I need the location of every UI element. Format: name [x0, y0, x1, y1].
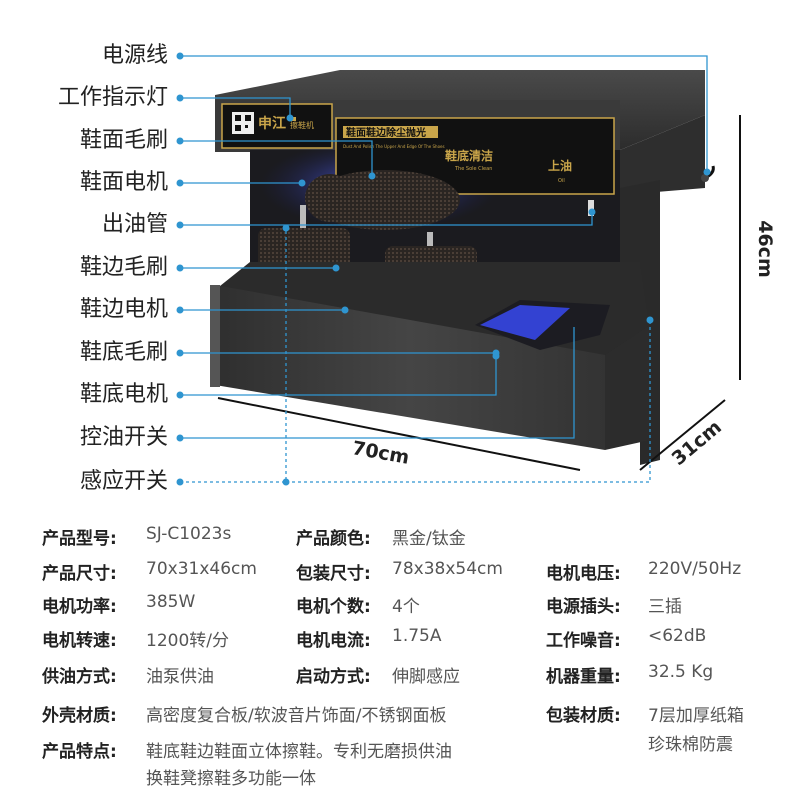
- depth-dimension-line: [639, 399, 726, 471]
- brand-name: 申江: [258, 115, 286, 132]
- spec-voltage-value: 220V/50Hz: [648, 559, 742, 579]
- callout-oil-pipe: 出油管: [101, 212, 168, 237]
- spec-model-label: 产品型号:: [42, 529, 117, 549]
- spec-oil-supply-value: 油泵供油: [146, 667, 214, 687]
- spec-start-label: 启动方式:: [296, 667, 371, 687]
- spec-plug-label: 电源插头:: [546, 597, 621, 617]
- upper-shoe-brush: [305, 170, 460, 230]
- spec-start-value: 伸脚感应: [392, 667, 460, 687]
- callout-work-indicator: 工作指示灯: [58, 85, 169, 110]
- spec-oil-supply-label: 供油方式:: [42, 667, 117, 687]
- panel-main-sub: Dust And Polish The Upper And Edge Of Th…: [343, 144, 445, 149]
- brand-sub: 擦鞋机: [290, 120, 314, 130]
- spec-color-value: 黑金/钛金: [392, 529, 466, 549]
- panel-main-text: 鞋面鞋边除尘抛光: [346, 126, 426, 139]
- spec-noise-label: 工作噪音:: [546, 631, 621, 651]
- spec-voltage-label: 电机电压:: [546, 564, 621, 584]
- panel-clean-sub: The Sole Clean: [454, 166, 492, 172]
- base-tray: [210, 262, 650, 450]
- panel-oil-sub: Oil: [558, 178, 565, 184]
- spec-pack-material-value-2: 珍珠棉防震: [648, 735, 733, 755]
- leader-lines: [180, 55, 708, 483]
- spec-features-value-2: 换鞋凳擦鞋多功能一体: [146, 769, 316, 789]
- callout-sole-brush: 鞋底毛刷: [79, 340, 168, 365]
- spec-size-label: 产品尺寸:: [42, 564, 117, 584]
- spec-pack-material-value-1: 7层加厚纸箱: [648, 706, 744, 726]
- callout-upper-brush: 鞋面毛刷: [79, 128, 168, 153]
- spec-features-label: 产品特点:: [42, 742, 117, 762]
- spec-pack-size-value: 78x38x54cm: [392, 559, 503, 579]
- sole-brush-unit: [475, 300, 610, 350]
- spec-noise-value: <62dB: [648, 626, 707, 646]
- oil-pipe: [588, 200, 594, 216]
- spec-current-label: 电机电流:: [296, 631, 371, 651]
- callout-sole-motor: 鞋底电机: [79, 382, 168, 407]
- spec-current-value: 1.75A: [392, 626, 442, 646]
- spec-color-label: 产品颜色:: [296, 529, 371, 549]
- spec-weight-value: 32.5 Kg: [648, 662, 714, 682]
- spec-weight-label: 机器重量:: [546, 667, 621, 687]
- spec-plug-value: 三插: [648, 597, 682, 617]
- spec-model-value: SJ-C1023s: [146, 524, 232, 544]
- panel-clean-text: 鞋底清洁: [445, 148, 493, 163]
- spec-power-value: 385W: [146, 592, 196, 612]
- spec-pack-size-label: 包装尺寸:: [296, 564, 371, 584]
- machine-diagram: 申江 擦鞋机 鞋面鞋边除尘抛光 Dust And Polish The Uppe…: [176, 52, 741, 486]
- width-dimension-line: [217, 397, 581, 471]
- callout-edge-brush: 鞋边毛刷: [79, 255, 168, 280]
- spec-shell-value: 高密度复合板/软波音片饰面/不锈钢面板: [146, 706, 447, 726]
- callout-oil-switch: 控油开关: [79, 425, 168, 450]
- spec-pack-material-label: 包装材质:: [546, 706, 621, 726]
- spec-shell-label: 外壳材质:: [42, 706, 117, 726]
- callout-upper-motor: 鞋面电机: [79, 170, 168, 195]
- callout-sensor-switch: 感应开关: [79, 469, 168, 494]
- leader-dots: [176, 52, 711, 486]
- panel-oil-text: 上油: [548, 158, 572, 173]
- spec-motors-value: 4个: [392, 597, 420, 617]
- spec-motors-label: 电机个数:: [296, 597, 371, 617]
- spec-size-value: 70x31x46cm: [146, 559, 257, 579]
- spec-speed-value: 1200转/分: [146, 631, 229, 651]
- height-label: 46cm: [753, 220, 776, 278]
- spec-power-label: 电机功率:: [42, 597, 117, 617]
- callout-power-cord: 电源线: [101, 43, 168, 68]
- callout-edge-motor: 鞋边电机: [79, 297, 168, 322]
- spec-speed-label: 电机转速:: [42, 631, 117, 651]
- spec-features-value-1: 鞋底鞋边鞋面立体擦鞋。专利无磨损供油: [146, 742, 452, 762]
